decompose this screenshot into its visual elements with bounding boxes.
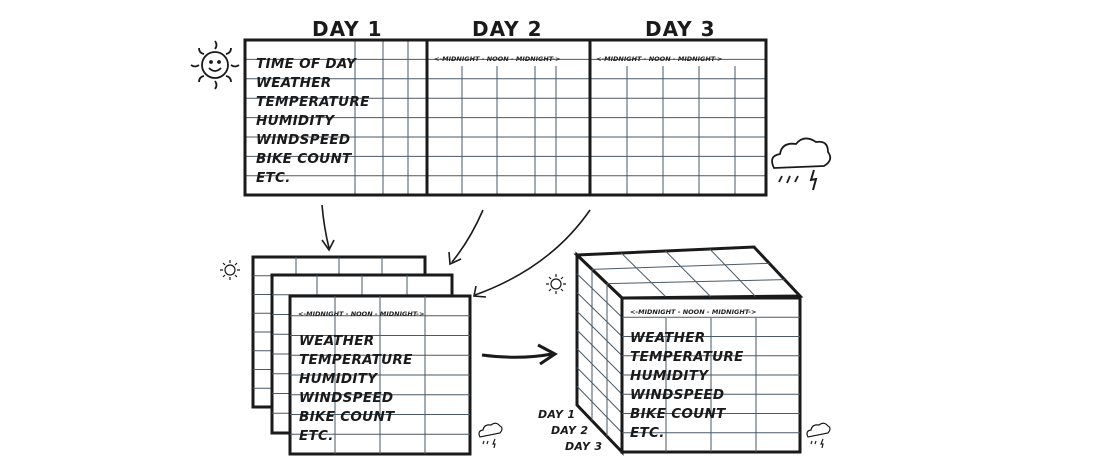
sheet-row-weather: WEATHER bbox=[299, 333, 375, 349]
storm-cloud-icon bbox=[478, 422, 503, 449]
grid-line bbox=[576, 310, 623, 357]
row-label-bike-count: BIKE COUNT bbox=[256, 151, 353, 167]
grid-line bbox=[576, 329, 623, 376]
cube-row-humidity: HUMIDITY bbox=[630, 368, 709, 384]
grid-line bbox=[576, 348, 623, 395]
row-label-temperature: TEMPERATURE bbox=[256, 94, 370, 110]
cube-day2-label: DAY 2 bbox=[551, 424, 588, 437]
top-table-grid bbox=[245, 40, 766, 195]
sheet-time-axis: <-MIDNIGHT - NOON - MIDNIGHT-> bbox=[298, 310, 424, 318]
grid-line bbox=[576, 273, 623, 318]
top-table: DAY 1 DAY 2 DAY 3 TIME OF DAY WEATHER TE… bbox=[243, 17, 768, 197]
sheet-row-etc: ETC. bbox=[299, 428, 334, 444]
cube-row-weather: WEATHER bbox=[630, 330, 706, 346]
day3-panel bbox=[588, 38, 768, 197]
grid-line bbox=[606, 279, 785, 285]
grid-line bbox=[576, 367, 623, 414]
day2-header: DAY 2 bbox=[472, 17, 543, 41]
cube-row-bike-count: BIKE COUNT bbox=[630, 406, 727, 422]
cube-day1-label: DAY 1 bbox=[538, 408, 575, 421]
sun-icon bbox=[220, 260, 240, 280]
row-label-weather: WEATHER bbox=[256, 75, 332, 91]
grid-line bbox=[576, 385, 623, 434]
row-label-humidity: HUMIDITY bbox=[256, 113, 335, 129]
cube-row-temperature: TEMPERATURE bbox=[630, 349, 744, 365]
day3-header: DAY 3 bbox=[645, 17, 716, 41]
day2-time-axis: <-MIDNIGHT - NOON - MIDNIGHT-> bbox=[434, 55, 560, 63]
row-label-etc: ETC. bbox=[256, 170, 291, 186]
sheet-row-windspeed: WINDSPEED bbox=[299, 390, 393, 406]
grid-line bbox=[591, 262, 770, 270]
stacked-sheets: <-MIDNIGHT - NOON - MIDNIGHT-> WEATHER T… bbox=[251, 255, 472, 456]
data-cube: <-MIDNIGHT - NOON - MIDNIGHT-> WEATHER T… bbox=[538, 245, 804, 456]
cube-row-windspeed: WINDSPEED bbox=[630, 387, 724, 403]
grid-line bbox=[665, 250, 712, 298]
cube-day3-label: DAY 3 bbox=[565, 440, 602, 453]
row-label-time-of-day: TIME OF DAY bbox=[256, 56, 357, 72]
day3-time-axis: <-MIDNIGHT - NOON - MIDNIGHT-> bbox=[596, 55, 722, 63]
sheet-row-humidity: HUMIDITY bbox=[299, 371, 378, 387]
grid-line bbox=[576, 292, 623, 337]
arrow-icon bbox=[321, 204, 591, 298]
storm-cloud-icon bbox=[806, 422, 831, 449]
storm-cloud-icon bbox=[771, 137, 832, 191]
front-sheet bbox=[288, 294, 472, 456]
cube-row-etc: ETC. bbox=[630, 425, 665, 441]
sun-icon bbox=[190, 40, 240, 90]
row-label-windspeed: WINDSPEED bbox=[256, 132, 350, 148]
cube-time-axis: <-MIDNIGHT - NOON - MIDNIGHT-> bbox=[630, 308, 756, 316]
sun-icon bbox=[546, 274, 566, 294]
grid-line bbox=[709, 248, 756, 297]
day1-header: DAY 1 bbox=[312, 17, 383, 41]
grid-line bbox=[620, 252, 667, 298]
sheet-row-temperature: TEMPERATURE bbox=[299, 352, 413, 368]
sheet-row-bike-count: BIKE COUNT bbox=[299, 409, 396, 425]
arrow-icon bbox=[481, 343, 558, 366]
